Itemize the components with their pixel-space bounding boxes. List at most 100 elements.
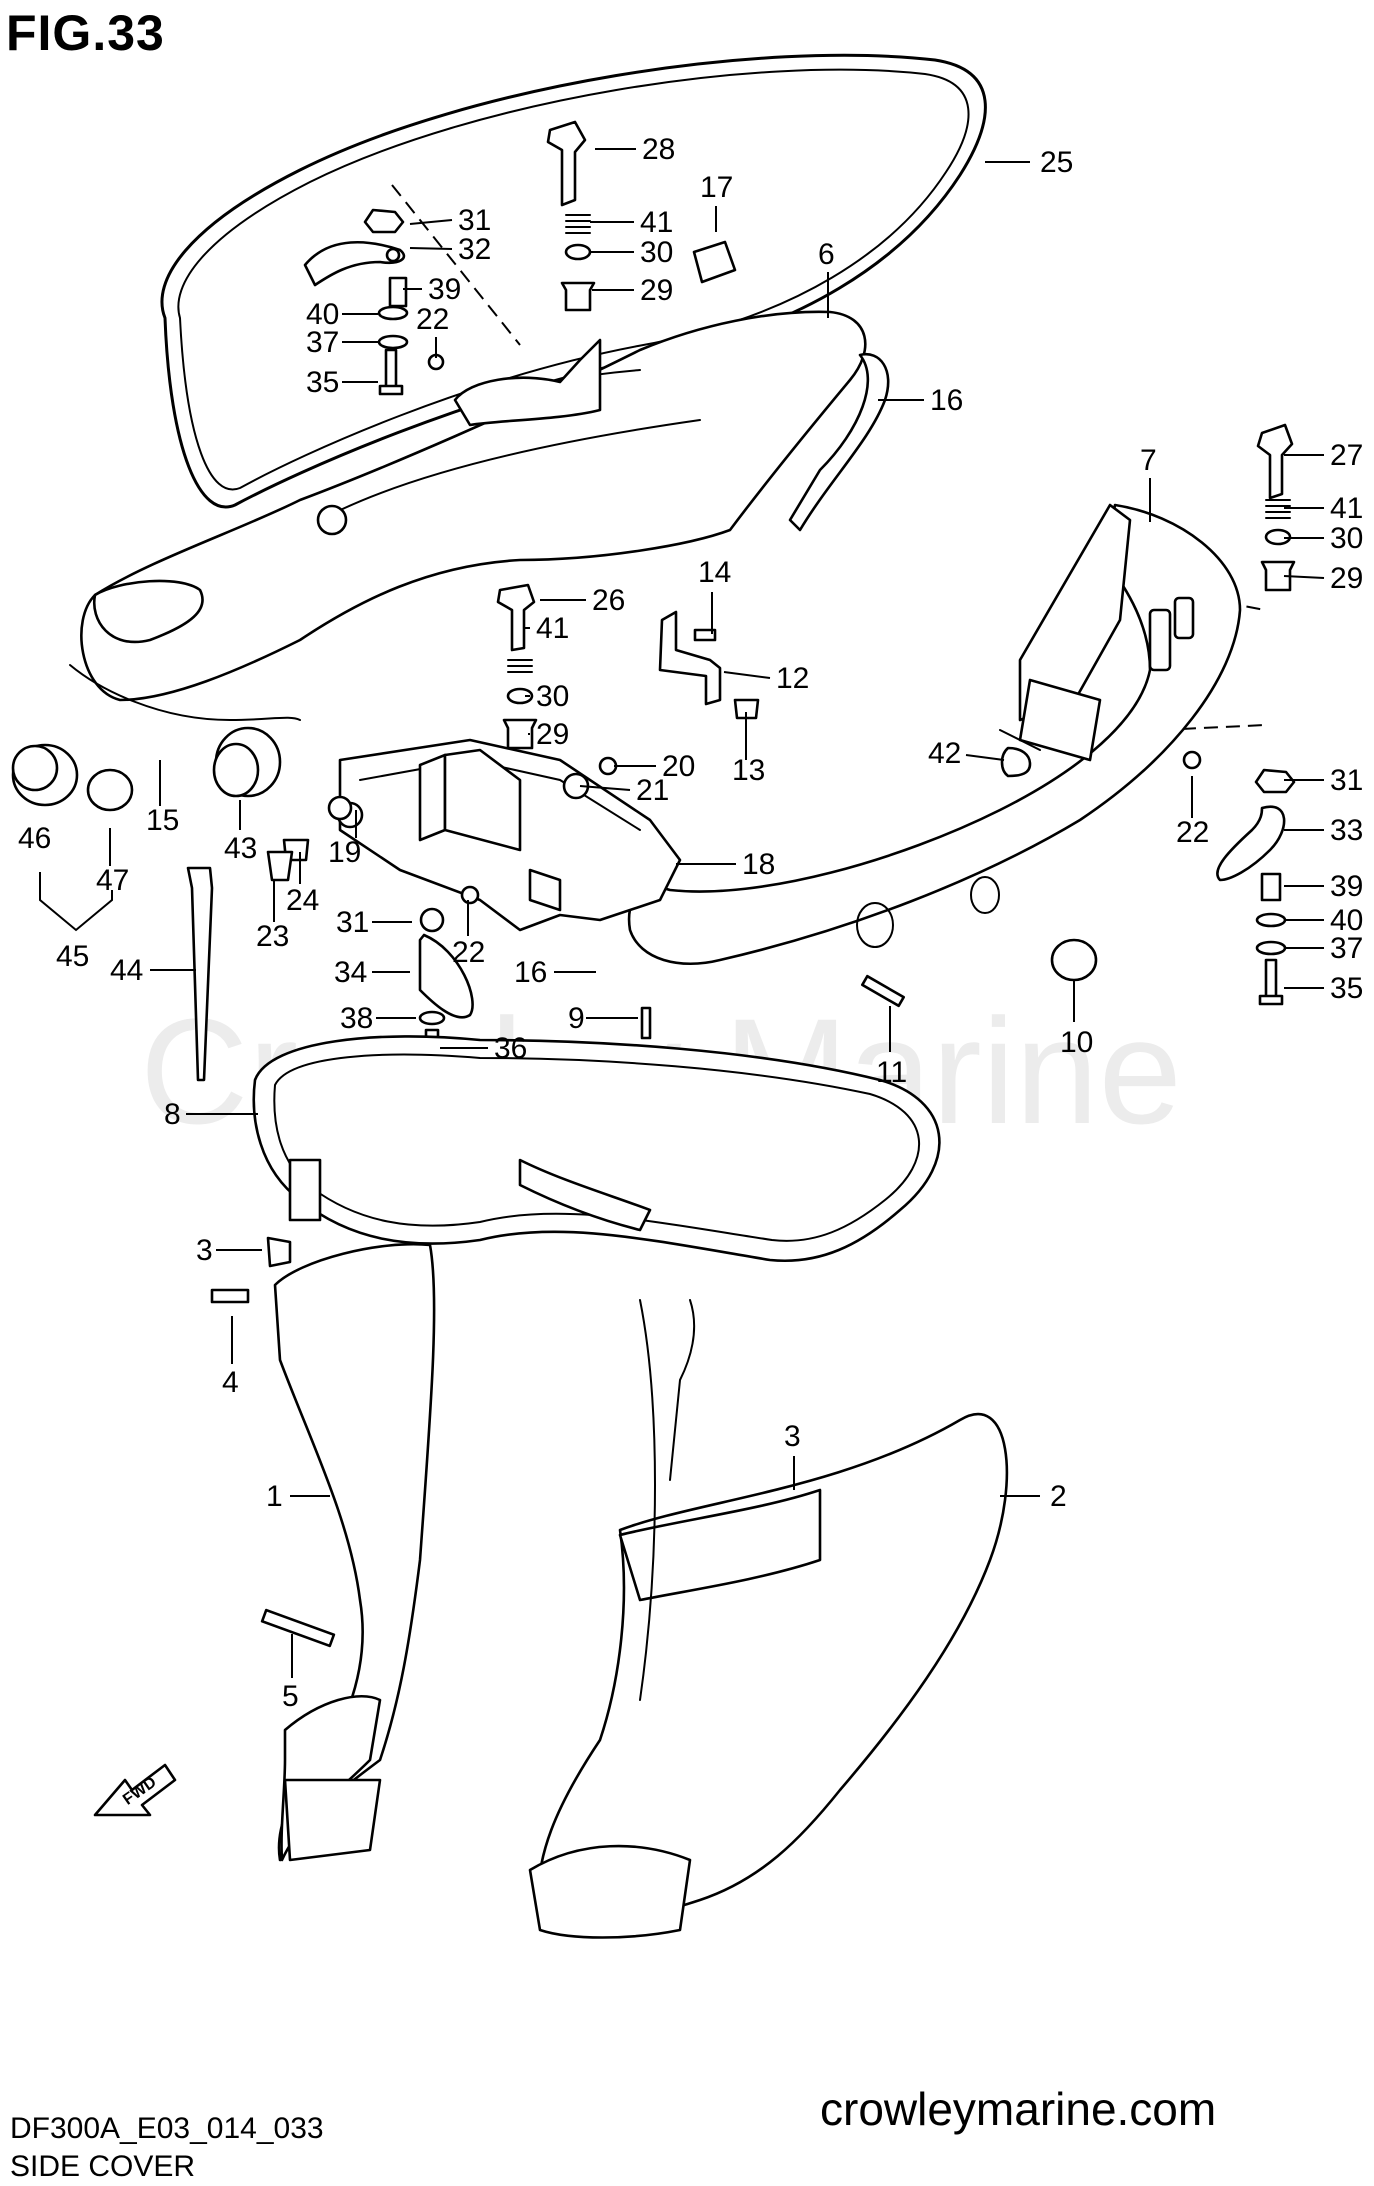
part-38-washer <box>418 1010 446 1026</box>
part-29-bushing <box>560 281 596 312</box>
callout-c31c: 31 <box>336 906 369 939</box>
callout-c41b: 41 <box>1330 492 1363 525</box>
callout-c21: 21 <box>636 774 669 807</box>
callout-c22b: 22 <box>1176 816 1209 849</box>
figure-code: DF300A_E03_014_033 <box>10 2112 324 2145</box>
callout-c3a: 3 <box>196 1234 213 1267</box>
callout-c11: 11 <box>876 1056 907 1089</box>
callout-c37b: 37 <box>1330 932 1363 965</box>
callout-c22c: 22 <box>452 936 485 969</box>
part-25-seal <box>160 53 987 509</box>
part-3a-clip <box>266 1236 292 1268</box>
part-33-lever <box>1216 805 1286 882</box>
callout-c26: 26 <box>592 584 625 617</box>
part-5-bolt <box>260 1608 336 1648</box>
callout-c15: 15 <box>146 804 179 837</box>
part-30-washer <box>564 243 592 261</box>
part-32-lever <box>303 240 406 287</box>
part-14-screw <box>693 628 717 642</box>
callout-c25: 25 <box>1040 146 1073 179</box>
callout-c28: 28 <box>642 133 675 166</box>
callout-c29a: 29 <box>640 274 673 307</box>
leader-line-c42 <box>965 754 1005 761</box>
part-23-clip <box>266 850 294 882</box>
callout-c31b: 31 <box>1330 764 1363 797</box>
callout-c5: 5 <box>282 1680 299 1713</box>
part-46-grommet <box>11 743 79 807</box>
part-27-latch <box>1256 423 1294 500</box>
fwd-arrow-icon: FWD <box>93 1763 177 1817</box>
part-16-strip <box>788 352 890 532</box>
part-8-lower-frame <box>252 1035 941 1263</box>
leader-line-c21 <box>579 785 631 791</box>
callout-c2: 2 <box>1050 1480 1067 1513</box>
part-39-spacer <box>388 276 408 308</box>
callout-c14: 14 <box>698 556 731 589</box>
part-35-bolt <box>384 348 398 392</box>
part-22b-clip <box>1182 750 1202 770</box>
callout-c39b: 39 <box>1330 870 1363 903</box>
figure-subtitle: SIDE COVER <box>10 2150 196 2183</box>
part-19-grommet <box>327 795 353 821</box>
part-13-grommet <box>733 698 760 720</box>
callout-c44: 44 <box>110 954 143 987</box>
callout-c27: 27 <box>1330 439 1363 472</box>
callout-c34: 34 <box>334 956 367 989</box>
callout-c19: 19 <box>328 836 361 869</box>
part-12-bracket <box>658 610 722 706</box>
part-40-washer <box>377 305 409 321</box>
part-17-label <box>692 240 737 284</box>
part-20-screw <box>598 756 618 776</box>
part-6-upper-frame <box>80 310 867 702</box>
callout-c41a: 41 <box>640 206 673 239</box>
callout-c45: 45 <box>56 940 89 973</box>
callout-c4: 4 <box>222 1366 239 1399</box>
callout-c40a: 40 <box>306 298 339 331</box>
callout-c16b: 16 <box>514 956 547 989</box>
part-9-screw <box>640 1006 652 1040</box>
callout-c41c: 41 <box>536 612 569 645</box>
callout-c17: 17 <box>700 171 733 204</box>
callout-c10: 10 <box>1060 1026 1093 1059</box>
part-37-washer <box>377 334 409 350</box>
part-34-lever <box>418 933 474 1019</box>
callout-c46: 46 <box>18 822 51 855</box>
callout-c13: 13 <box>732 754 765 787</box>
callout-c7: 7 <box>1140 444 1157 477</box>
callout-c9: 9 <box>568 1002 585 1035</box>
callout-c30b: 30 <box>1330 522 1363 555</box>
part-31c-nut <box>419 907 445 933</box>
callout-c30a: 30 <box>640 236 673 269</box>
callout-c1: 1 <box>266 1480 283 1513</box>
callout-c31a: 31 <box>458 204 491 237</box>
callout-c43: 43 <box>224 832 257 865</box>
callout-c12: 12 <box>776 662 809 695</box>
callout-c42: 42 <box>928 737 961 770</box>
callout-c29c: 29 <box>536 718 569 751</box>
leader-line-c29b <box>1283 575 1325 579</box>
callout-c35a: 35 <box>306 366 339 399</box>
part-28-latch <box>546 120 587 207</box>
callout-c35b: 35 <box>1330 972 1363 1005</box>
callout-c33: 33 <box>1330 814 1363 847</box>
callout-c22a: 22 <box>416 303 449 336</box>
callout-c38: 38 <box>340 1002 373 1035</box>
part-44-tie <box>186 866 214 1082</box>
part-26-latch <box>496 583 536 652</box>
callout-c40b: 40 <box>1330 904 1363 937</box>
part-4-bolt <box>210 1288 250 1304</box>
callout-c37a: 37 <box>306 326 339 359</box>
callout-c32: 32 <box>458 233 491 266</box>
callout-c16a: 16 <box>930 384 963 417</box>
callout-c39a: 39 <box>428 273 461 306</box>
part-43-grommet <box>212 726 282 798</box>
part-42-plug <box>1000 746 1032 778</box>
figure-title: FIG.33 <box>6 5 165 61</box>
callout-c6: 6 <box>818 238 835 271</box>
part-41-spring <box>565 214 591 234</box>
part-15-wire <box>69 664 301 722</box>
website-url[interactable]: crowleymarine.com <box>820 2083 1217 2135</box>
